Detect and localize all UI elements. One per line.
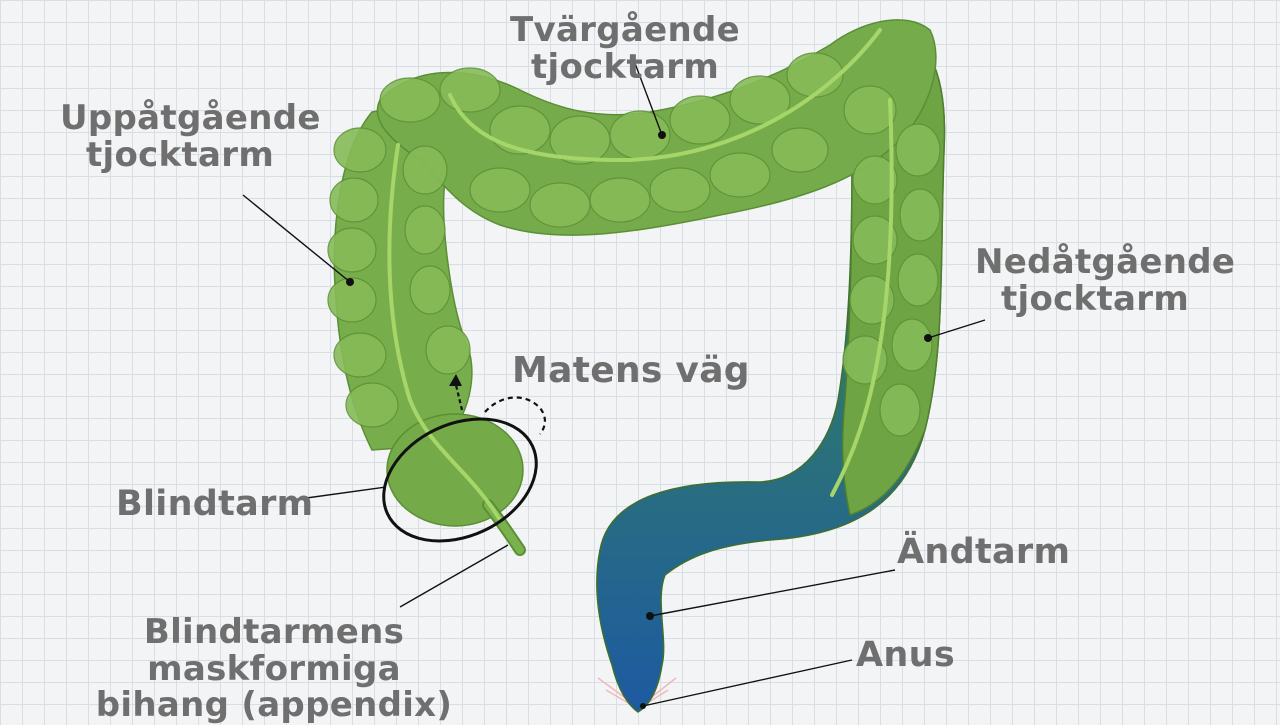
cecum <box>386 413 524 527</box>
cecum-highlight-ring <box>382 417 538 543</box>
leader-dots <box>346 131 932 709</box>
label-cecum: Blindtarm <box>116 484 314 524</box>
label-food-path: Matens väg <box>512 350 750 391</box>
label-anus: Anus <box>856 635 955 675</box>
arrow-head <box>449 374 462 386</box>
food-path-arrow <box>484 396 546 435</box>
label-descending-colon: Nedåtgående tjocktarm <box>975 242 1236 319</box>
label-transverse-colon: Tvärgående tjocktarm <box>509 10 740 87</box>
label-ascending-colon: Uppåtgående tjocktarm <box>60 98 321 175</box>
label-appendix: Blindtarmens maskformiga bihang (appendi… <box>95 612 453 725</box>
haustra <box>327 52 941 437</box>
taenia-lines <box>387 28 894 522</box>
label-rectum: Ändtarm <box>897 532 1071 572</box>
leader-lines <box>242 57 986 707</box>
